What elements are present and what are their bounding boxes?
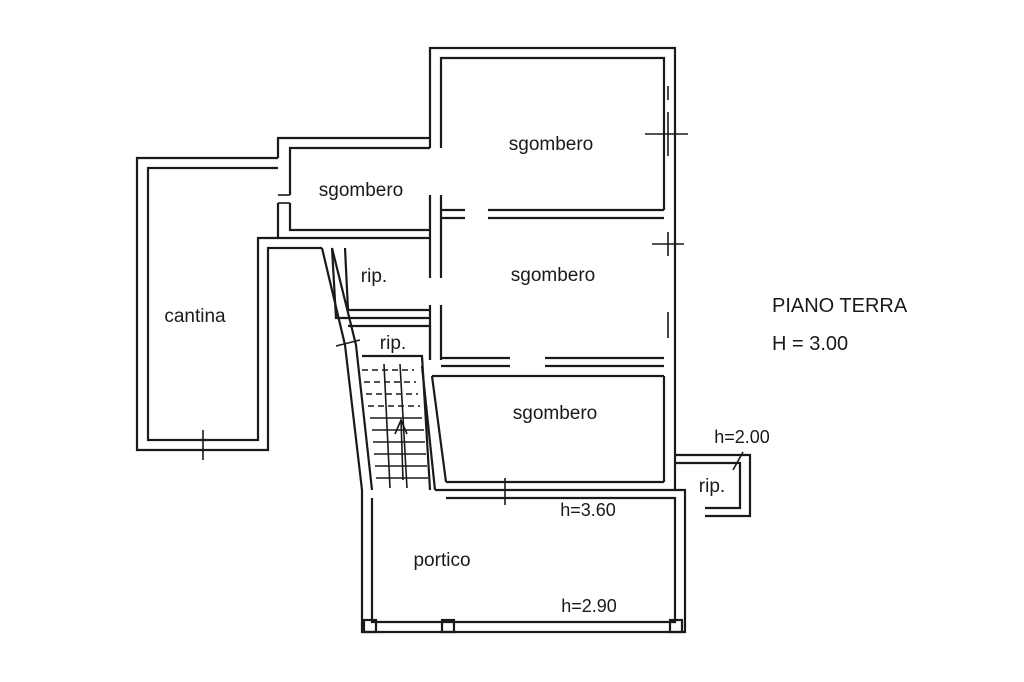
room-label-rip-ext: rip.: [699, 476, 725, 497]
wall-sgombero-left-inner: [288, 146, 430, 195]
openings: [202, 86, 688, 505]
portico-pillar-left: [362, 618, 378, 634]
wall-cantina-link-inner: [288, 203, 430, 232]
wall-sgombero-left-outer: [276, 136, 430, 158]
wall-stair-left-outer: [320, 247, 364, 491]
plan-ceiling-height: H = 3.00: [772, 333, 848, 355]
rip-ext-walls: [675, 451, 752, 518]
wall-cantina-inner: [146, 166, 278, 442]
height-label-portico-high: h=3.60: [560, 500, 616, 520]
wall-rip2: [348, 324, 432, 360]
wall-rip-ext-outer: [675, 453, 752, 518]
room-label-portico: portico: [413, 550, 470, 571]
room-label-sgombero-top: sgombero: [509, 134, 594, 155]
interior-walls: [320, 195, 675, 492]
wall-rip1-inner: [343, 247, 430, 312]
room-label-rip-1: rip.: [361, 266, 387, 287]
wall-cantina-link: [276, 203, 430, 240]
height-label-rip-ext: h=2.00: [714, 427, 770, 447]
rip-ext-door-mark: [732, 451, 744, 471]
portico-walls: [360, 488, 687, 634]
wall-stair-left-inner: [330, 247, 374, 491]
room-label-sgombero-mid: sgombero: [511, 265, 596, 286]
wall-cantina-outer: [135, 156, 322, 452]
room-label-rip-2: rip.: [380, 333, 406, 354]
staircase: [362, 363, 428, 489]
portico-pillar-right: [668, 618, 684, 634]
wall-rip1: [330, 247, 430, 320]
plan-title: PIANO TERRA: [772, 295, 908, 317]
portico-pillar-mid: [440, 618, 456, 634]
wall-outer-main: [428, 46, 677, 490]
room-label-sgombero-left: sgombero: [319, 180, 404, 201]
room-label-cantina: cantina: [164, 306, 226, 327]
room-label-sgombero-low: sgombero: [513, 403, 598, 424]
wall-rip-ext-inner: [675, 461, 742, 510]
height-label-portico-low: h=2.90: [561, 596, 617, 616]
wall-portico-inner: [370, 496, 677, 624]
wall-portico-outer: [360, 488, 687, 634]
wall-low-left-inner: [430, 375, 448, 483]
wall-stair-right: [362, 354, 432, 491]
